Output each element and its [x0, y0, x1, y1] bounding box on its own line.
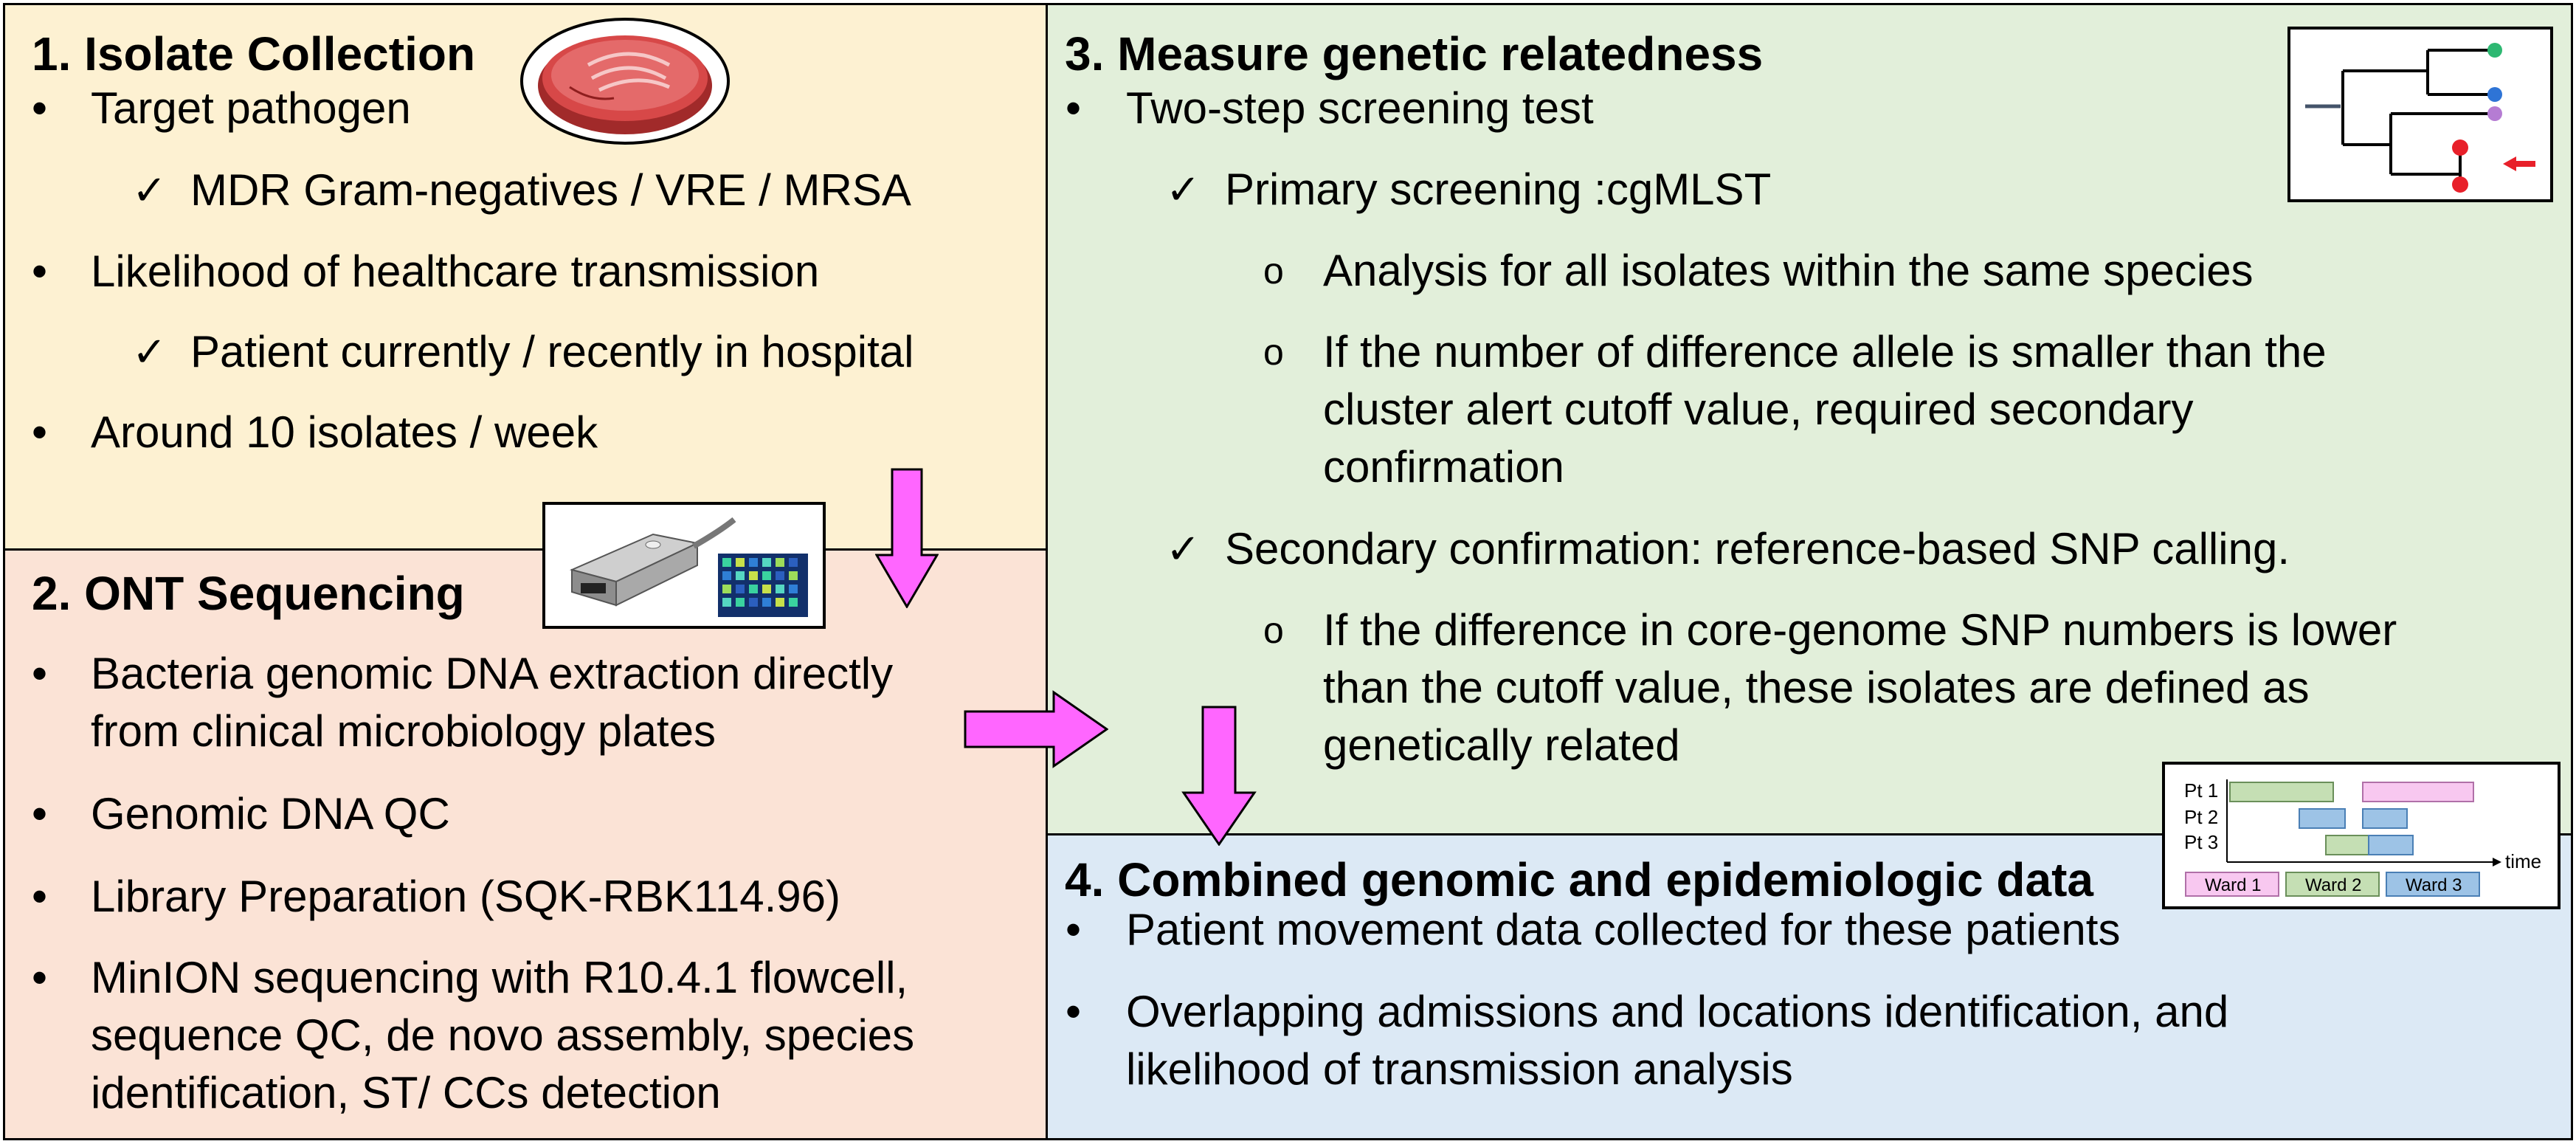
down-arrow-1-to-2	[874, 468, 939, 609]
sub-bullet-text: If the number of difference allele is sm…	[1323, 327, 2327, 376]
bullet-icon: •	[32, 83, 48, 133]
sub-bullet-text: cluster alert cutoff value, required sec…	[1323, 385, 2194, 434]
sub-bullet-text: Analysis for all isolates within the sam…	[1323, 246, 2254, 295]
bullet-text: Bacteria genomic DNA extraction directly	[91, 649, 894, 698]
timeline-patient-label: Pt 3	[2184, 831, 2218, 853]
bullet-icon: •	[32, 872, 48, 921]
bullet-icon: •	[32, 649, 48, 698]
petri-dish-image	[518, 13, 732, 146]
bullet-text: Target pathogen	[91, 83, 411, 133]
timeline-axis-label: time	[2505, 850, 2541, 872]
down-arrow-3-to-4	[1181, 706, 1257, 847]
check-text: MDR Gram-negatives / VRE / MRSA	[190, 165, 911, 215]
panel-title: 4. Combined genomic and epidemiologic da…	[1065, 853, 2093, 906]
check-text: Secondary confirmation: reference-based …	[1225, 524, 2290, 573]
bullet-icon: •	[32, 247, 48, 296]
bullet-icon: •	[32, 953, 48, 1002]
bullet-icon: •	[1066, 987, 1082, 1036]
minion-sequencer-image	[542, 502, 826, 629]
bullet-text: Genomic DNA QC	[91, 789, 450, 838]
panel-title: 2. ONT Sequencing	[32, 567, 465, 620]
bullet-text: Likelihood of healthcare transmission	[91, 247, 820, 296]
phylogenetic-tree-image	[2287, 27, 2553, 202]
bullet-icon: •	[32, 407, 48, 457]
bullet-text: Library Preparation (SQK-RBK114.96)	[91, 872, 841, 921]
bullet-text: from clinical microbiology plates	[91, 706, 716, 756]
bullet-text: Patient movement data collected for thes…	[1126, 905, 2121, 954]
panel-ont-sequencing: 2. ONT Sequencing • Bacteria genomic DNA…	[3, 548, 1048, 1140]
ward-legend-label: Ward 2	[2305, 875, 2361, 895]
sub-bullet-text: confirmation	[1323, 442, 1564, 492]
bullet-text: Two-step screening test	[1126, 83, 1594, 133]
circle-bullet-icon: o	[1263, 331, 1284, 373]
patient-timeline-image: Pt 1 Pt 2 Pt 3 time Ward 1 Ward 2 Ward 3	[2162, 762, 2561, 909]
check-text: Patient currently / recently in hospital	[190, 327, 914, 376]
check-icon: ✓	[1166, 166, 1201, 213]
check-icon: ✓	[132, 328, 167, 375]
circle-bullet-icon: o	[1263, 250, 1284, 292]
circle-bullet-icon: o	[1263, 610, 1284, 651]
check-icon: ✓	[132, 167, 167, 213]
panel-combined-data: 4. Combined genomic and epidemiologic da…	[1046, 833, 2573, 1140]
bullet-text: identification, ST/ CCs detection	[91, 1068, 721, 1117]
bullet-icon: •	[32, 789, 48, 838]
sub-bullet-text: If the difference in core-genome SNP num…	[1323, 605, 2397, 655]
bullet-text: Overlapping admissions and locations ide…	[1126, 987, 2229, 1036]
timeline-patient-label: Pt 1	[2184, 779, 2218, 802]
sub-bullet-text: genetically related	[1323, 720, 1680, 770]
bullet-text: sequence QC, de novo assembly, species	[91, 1010, 915, 1060]
bullet-text: MinION sequencing with R10.4.1 flowcell,	[91, 953, 908, 1002]
timeline-patient-label: Pt 2	[2184, 806, 2218, 828]
panel-title: 1. Isolate Collection	[32, 27, 476, 80]
bullet-icon: •	[1066, 83, 1082, 133]
bullet-text: Around 10 isolates / week	[91, 407, 598, 457]
ward-legend-label: Ward 1	[2205, 875, 2261, 895]
check-icon: ✓	[1166, 526, 1201, 572]
right-arrow-2-to-3	[964, 689, 1109, 769]
bullet-icon: •	[1066, 905, 1082, 954]
bullet-text: likelihood of transmission analysis	[1126, 1044, 1793, 1094]
check-text: Primary screening :cgMLST	[1225, 165, 1772, 214]
panel-title: 3. Measure genetic relatedness	[1065, 27, 1764, 80]
ward-legend-label: Ward 3	[2406, 875, 2462, 895]
sub-bullet-text: than the cutoff value, these isolates ar…	[1323, 663, 2310, 712]
